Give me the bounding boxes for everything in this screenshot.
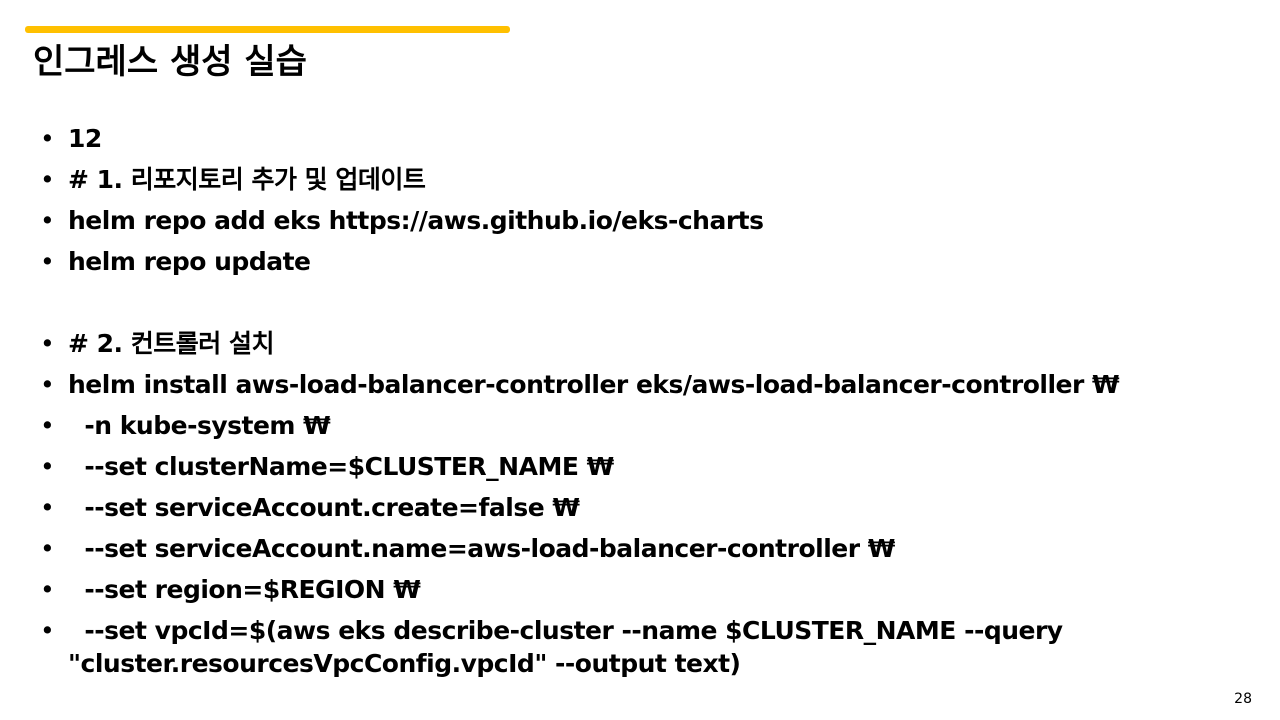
blank-line [40,282,1230,323]
bullet-dot-icon: • [40,575,55,604]
bullet-text: helm repo update [68,247,311,276]
bullet-item: • # 1. 리포지토리 추가 및 업데이트 [40,159,1230,200]
bullet-text: --set vpcId=$(aws eks describe-cluster -… [68,616,1071,678]
bullet-item: • 12 [40,118,1230,159]
bullet-item: • --set vpcId=$(aws eks describe-cluster… [40,610,1230,680]
bullet-dot-icon: • [40,165,55,194]
bullet-dot-icon: • [40,452,55,481]
bullet-text: --set serviceAccount.create=false ₩ [68,493,580,522]
bullet-dot-icon: • [40,206,55,235]
bullet-text: helm repo add eks https://aws.github.io/… [68,206,764,235]
bullet-item: • --set clusterName=$CLUSTER_NAME ₩ [40,446,1230,487]
bullet-text: # 1. 리포지토리 추가 및 업데이트 [68,165,426,194]
page-number: 28 [1234,691,1252,707]
bullet-dot-icon: • [40,616,55,645]
bullet-text: -n kube-system ₩ [68,411,331,440]
bullet-text: # 2. 컨트롤러 설치 [68,329,274,358]
bullet-list: • 12 • # 1. 리포지토리 추가 및 업데이트 • helm repo … [40,118,1230,680]
bullet-item: • helm repo add eks https://aws.github.i… [40,200,1230,241]
bullet-item: • # 2. 컨트롤러 설치 [40,323,1230,364]
title-accent-bar [25,26,510,33]
bullet-text: 12 [68,124,102,153]
bullet-text: --set serviceAccount.name=aws-load-balan… [68,534,895,563]
bullet-item: • --set serviceAccount.create=false ₩ [40,487,1230,528]
bullet-text: helm install aws-load-balancer-controlle… [68,370,1120,399]
bullet-dot-icon: • [40,534,55,563]
bullet-text: --set clusterName=$CLUSTER_NAME ₩ [68,452,614,481]
bullet-item: • --set region=$REGION ₩ [40,569,1230,610]
bullet-dot-icon: • [40,411,55,440]
bullet-item: • -n kube-system ₩ [40,405,1230,446]
bullet-text: --set region=$REGION ₩ [68,575,421,604]
bullet-item: • helm repo update [40,241,1230,282]
bullet-item: • helm install aws-load-balancer-control… [40,364,1230,405]
bullet-dot-icon: • [40,329,55,358]
slide-title: 인그레스 생성 실습 [33,42,307,82]
bullet-dot-icon: • [40,124,55,153]
bullet-item: • --set serviceAccount.name=aws-load-bal… [40,528,1230,569]
bullet-dot-icon: • [40,370,55,399]
bullet-dot-icon: • [40,247,55,276]
bullet-dot-icon: • [40,493,55,522]
